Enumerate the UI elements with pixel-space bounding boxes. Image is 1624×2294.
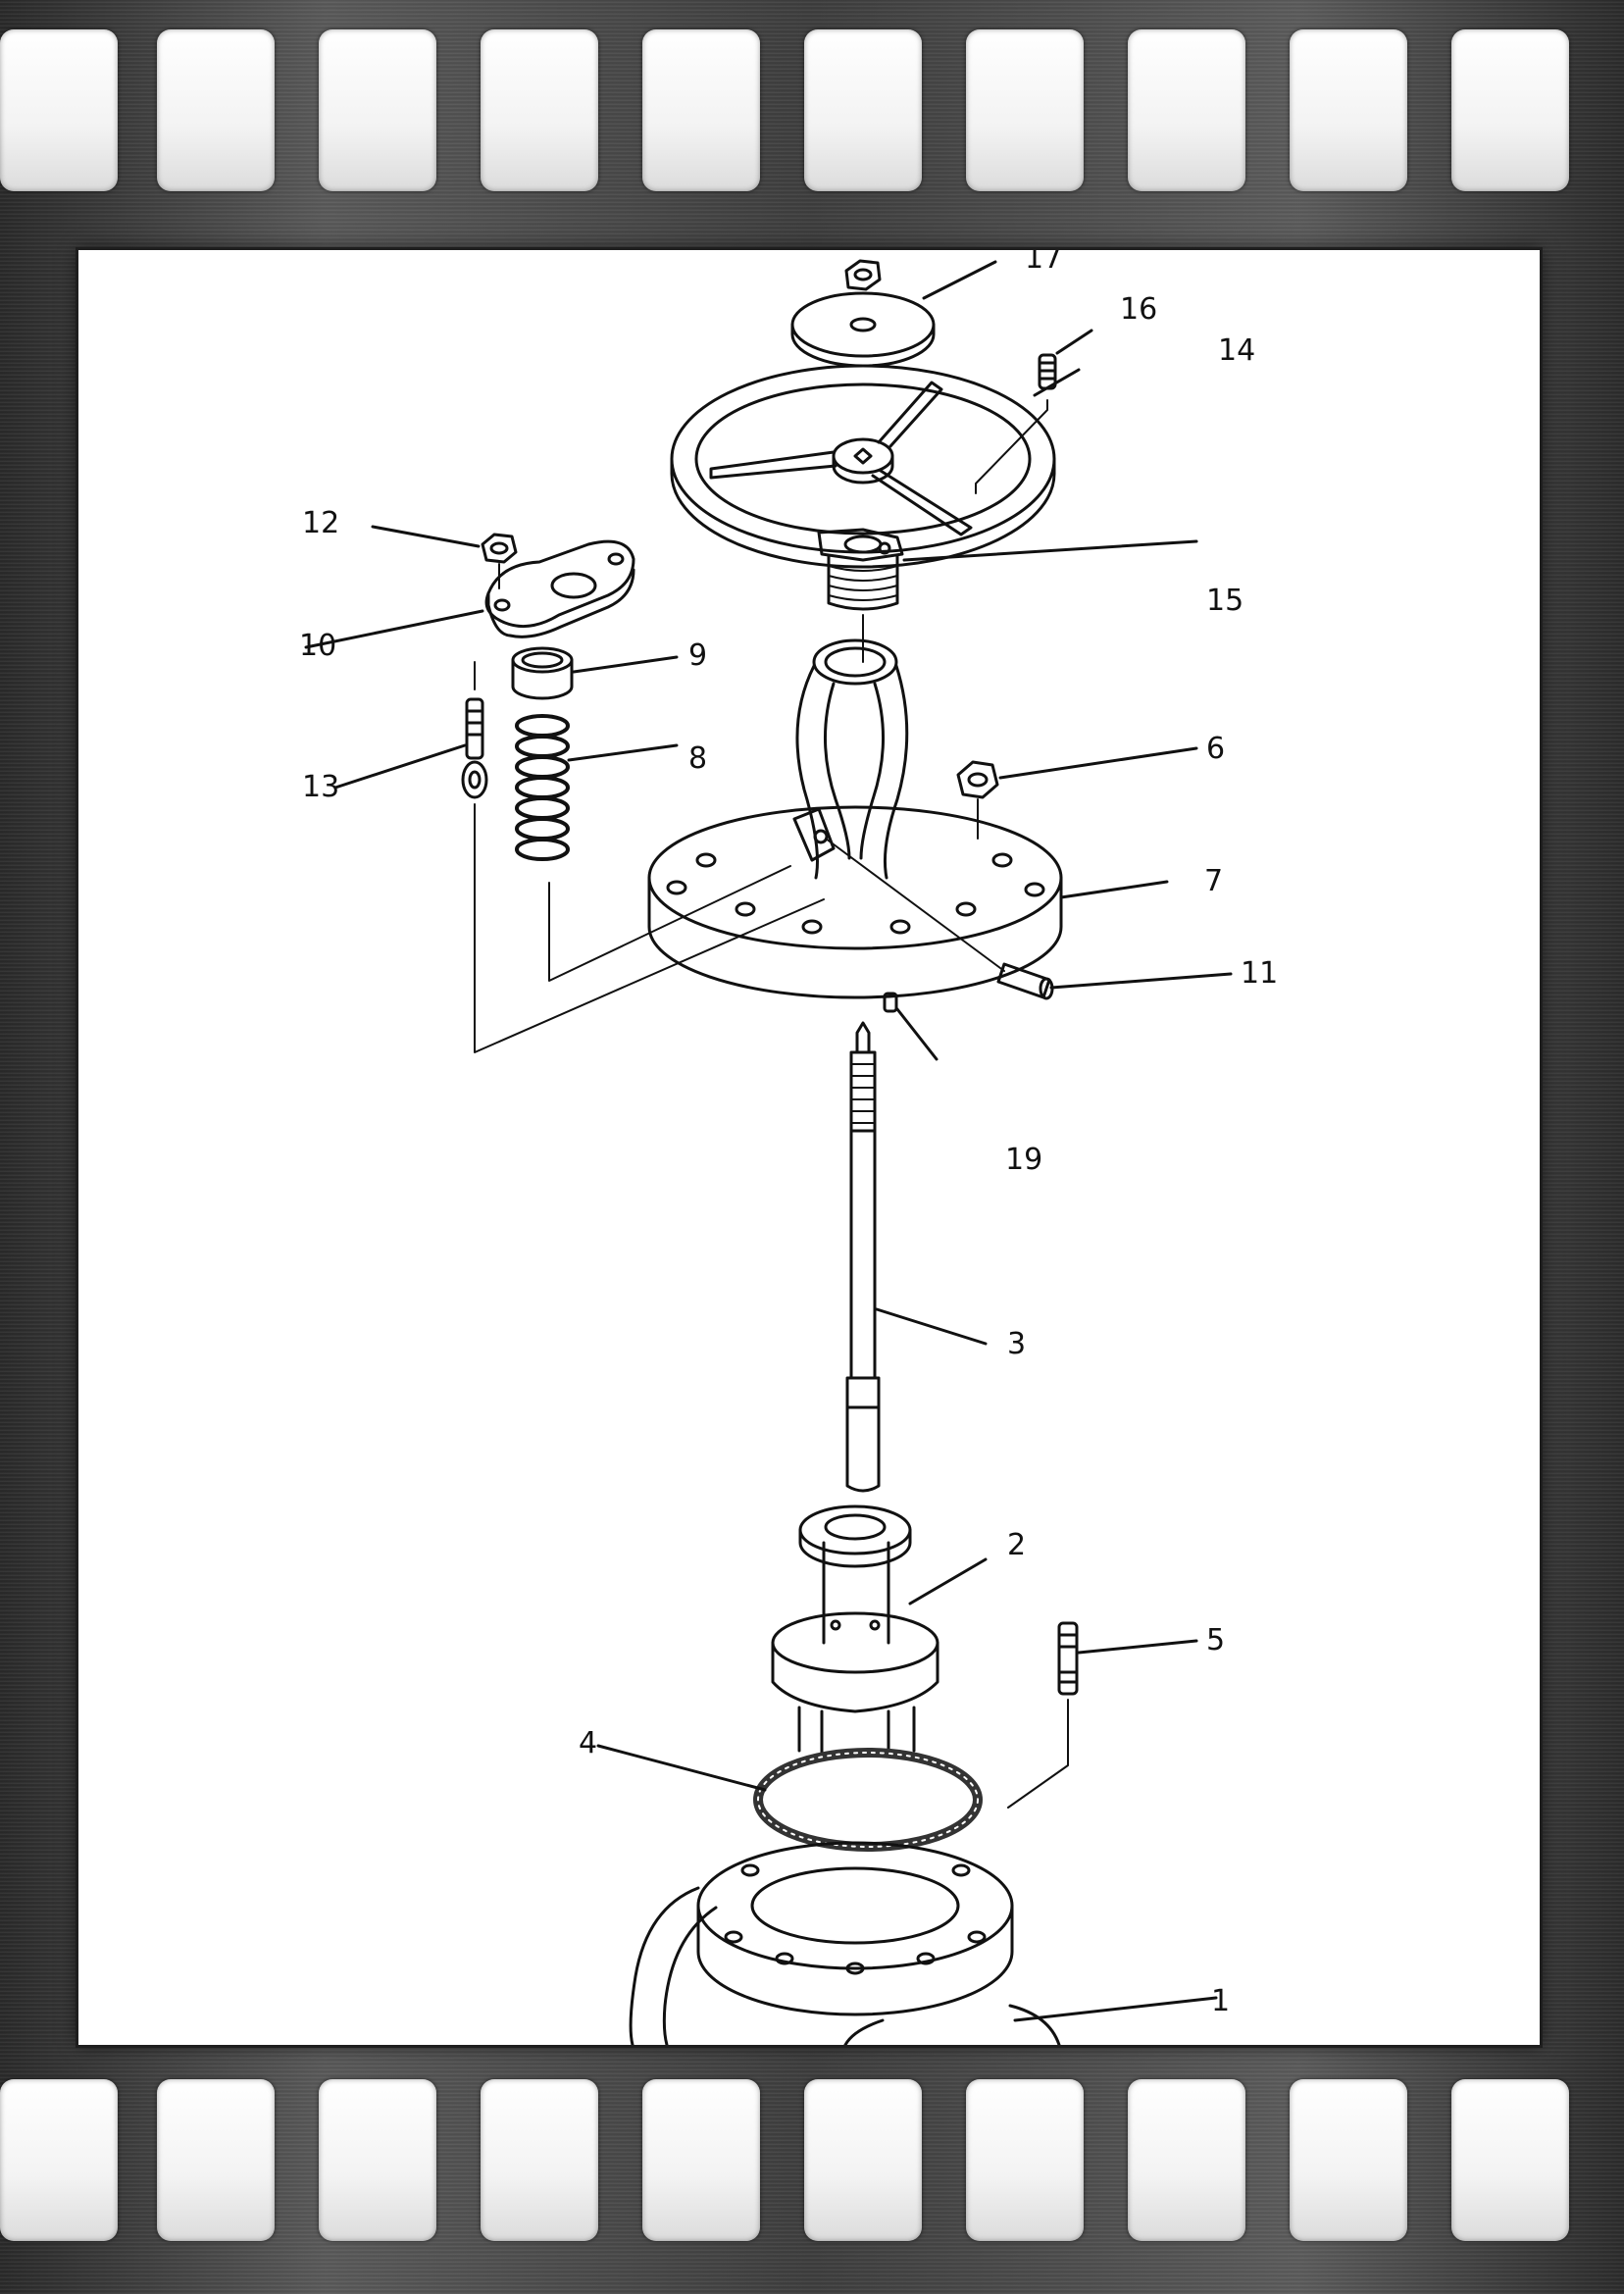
label-part-11: 11 <box>1241 956 1278 991</box>
label-part-8: 8 <box>688 741 707 776</box>
part-17-cap-nut <box>790 259 997 368</box>
part-6-nut <box>956 746 1198 840</box>
part-9-gland <box>511 646 679 700</box>
sprocket-hole <box>1451 2079 1569 2241</box>
label-part-4: 4 <box>579 1726 597 1760</box>
label-part-1: 1 <box>1211 1984 1230 2018</box>
sprocket-hole <box>319 29 436 191</box>
part-16-handwheel <box>670 364 1081 569</box>
diagram-window: 1 2 3 4 5 6 7 8 9 10 11 12 13 14 15 16 1… <box>78 250 1540 2045</box>
part-labels: 1 2 3 4 5 6 7 8 9 10 11 12 13 14 15 16 1… <box>299 250 1278 2018</box>
part-7-bonnet <box>647 638 1169 999</box>
sprocket-hole <box>1451 29 1569 191</box>
part-19-lock-pin <box>883 992 939 1061</box>
sprocket-hole <box>157 29 275 191</box>
label-part-10: 10 <box>299 629 336 663</box>
part-3-stem <box>845 1021 988 1493</box>
label-part-15: 15 <box>1206 584 1243 618</box>
sprocket-hole <box>642 2079 760 2241</box>
part-2-disc <box>771 1504 988 1758</box>
part-15-bushing <box>817 528 1198 663</box>
label-part-16: 16 <box>1120 292 1157 327</box>
sprocket-hole <box>1290 29 1407 191</box>
sprocket-row-top <box>0 29 1624 191</box>
sprocket-hole <box>0 29 118 191</box>
sprocket-hole <box>966 2079 1084 2241</box>
sprocket-hole <box>1128 2079 1245 2241</box>
part-14-set-screw <box>975 329 1093 494</box>
label-part-13: 13 <box>302 770 339 804</box>
sprocket-hole <box>1290 2079 1407 2241</box>
sprocket-hole <box>481 2079 598 2241</box>
part-12-gland-nut <box>371 525 518 589</box>
part-1-valve-body <box>629 1841 1218 2045</box>
sprocket-row-bottom <box>0 2079 1624 2241</box>
part-11-pin <box>825 838 1233 1000</box>
label-part-2: 2 <box>1007 1528 1026 1562</box>
sprocket-hole <box>157 2079 275 2241</box>
sprocket-hole <box>804 29 922 191</box>
label-part-14: 14 <box>1218 333 1255 368</box>
part-13-eye-bolt <box>333 661 825 1053</box>
part-4-gasket <box>596 1744 983 1852</box>
part-10-gland-flange <box>304 539 635 649</box>
sprocket-hole <box>642 29 760 191</box>
part-5-stud <box>1007 1621 1198 1809</box>
exploded-valve-diagram: 1 2 3 4 5 6 7 8 9 10 11 12 13 14 15 16 1… <box>299 250 1278 2045</box>
label-part-17: 17 <box>1025 250 1062 276</box>
sprocket-hole <box>481 29 598 191</box>
sprocket-hole <box>1128 29 1245 191</box>
label-part-5: 5 <box>1206 1623 1225 1657</box>
label-part-7: 7 <box>1204 864 1223 898</box>
label-part-6: 6 <box>1206 732 1225 766</box>
sprocket-hole <box>966 29 1084 191</box>
sprocket-hole <box>319 2079 436 2241</box>
part-8-packing-rings <box>515 714 791 982</box>
sprocket-hole <box>0 2079 118 2241</box>
label-part-9: 9 <box>688 638 707 673</box>
label-part-19: 19 <box>1005 1143 1042 1177</box>
label-part-3: 3 <box>1007 1327 1026 1361</box>
label-part-12: 12 <box>302 506 339 540</box>
sprocket-hole <box>804 2079 922 2241</box>
